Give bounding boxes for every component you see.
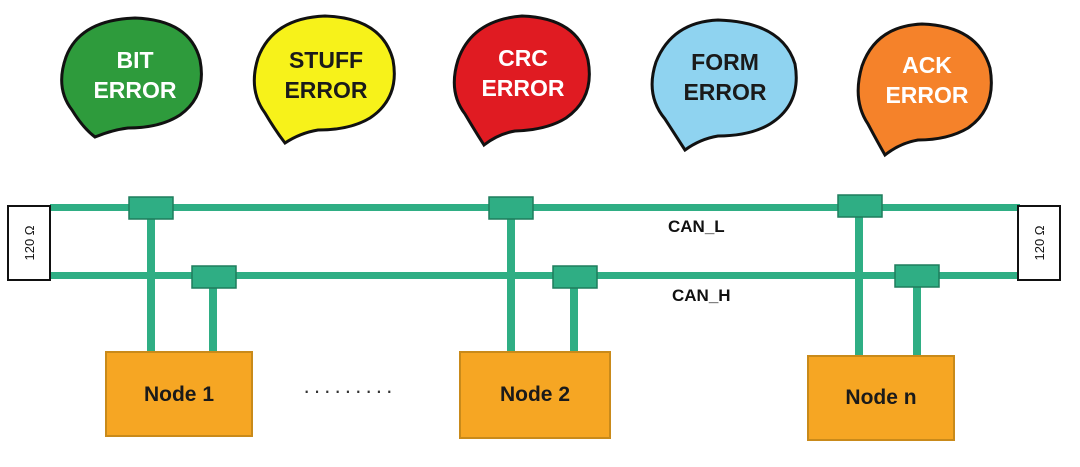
bubble-line2-ack: ERROR xyxy=(885,82,968,108)
bubble-shape-bit xyxy=(60,16,203,139)
bubble-line1-crc: CRC xyxy=(498,45,548,71)
bubble-shape-stuff xyxy=(252,14,396,146)
terminator-right-box xyxy=(1017,205,1061,281)
node2-can-h-stub xyxy=(570,276,578,354)
terminator-right-label: 120 Ω xyxy=(1032,225,1047,260)
node-2-box xyxy=(459,351,611,439)
bubble-line2-bit: ERROR xyxy=(93,77,176,103)
bubble-shape-form xyxy=(650,18,798,153)
can-h-line xyxy=(50,272,1020,279)
terminator-left-box xyxy=(7,205,51,281)
node2-can-l-stub xyxy=(507,208,515,354)
node-1-label: Node 1 xyxy=(144,383,214,406)
error-bubble-ack: ACK ERROR xyxy=(856,22,993,158)
node-1-box xyxy=(105,351,253,437)
can-h-label: CAN_H xyxy=(672,286,731,305)
bubble-shape-crc xyxy=(452,14,591,148)
error-bubble-stuff: STUFF ERROR xyxy=(252,14,396,146)
error-bubble-bit: BIT ERROR xyxy=(60,16,203,139)
node-2: Node 2 xyxy=(459,351,611,439)
node1-can-l-stub xyxy=(147,208,155,354)
error-bubble-form: FORM ERROR xyxy=(650,18,798,153)
node1-can-h-connector xyxy=(191,265,237,289)
node-n-label: Node n xyxy=(845,386,916,409)
terminator-left: 120 Ω xyxy=(7,205,51,281)
can-bus: CAN_L CAN_H xyxy=(50,194,1020,358)
node-1: Node 1 xyxy=(105,351,253,437)
bubble-line1-stuff: STUFF xyxy=(289,47,363,73)
bubble-line1-bit: BIT xyxy=(116,47,153,73)
bubble-line2-crc: ERROR xyxy=(481,75,564,101)
node1-can-l-connector xyxy=(128,196,174,220)
node-ellipsis: ········· xyxy=(303,378,396,403)
node2-can-h-connector xyxy=(552,265,598,289)
error-bubble-crc: CRC ERROR xyxy=(452,14,591,148)
bubble-line2-form: ERROR xyxy=(683,79,766,105)
node2-can-l-connector xyxy=(488,196,534,220)
node-n: Node n xyxy=(807,355,955,441)
bubble-line1-form: FORM xyxy=(691,49,759,75)
can-l-label: CAN_L xyxy=(668,217,725,236)
noden-can-l-stub xyxy=(855,208,863,358)
terminator-right: 120 Ω xyxy=(1017,205,1061,281)
node-n-box xyxy=(807,355,955,441)
noden-can-h-stub xyxy=(913,276,921,358)
node-2-label: Node 2 xyxy=(500,383,570,406)
bubble-shape-ack xyxy=(856,22,993,158)
bubble-line1-ack: ACK xyxy=(902,52,952,78)
bubble-line2-stuff: ERROR xyxy=(284,77,367,103)
can-l-line xyxy=(50,204,1020,211)
terminator-left-label: 120 Ω xyxy=(22,225,37,260)
noden-can-h-connector xyxy=(894,264,940,288)
node1-can-h-stub xyxy=(209,276,217,354)
noden-can-l-connector xyxy=(837,194,883,218)
